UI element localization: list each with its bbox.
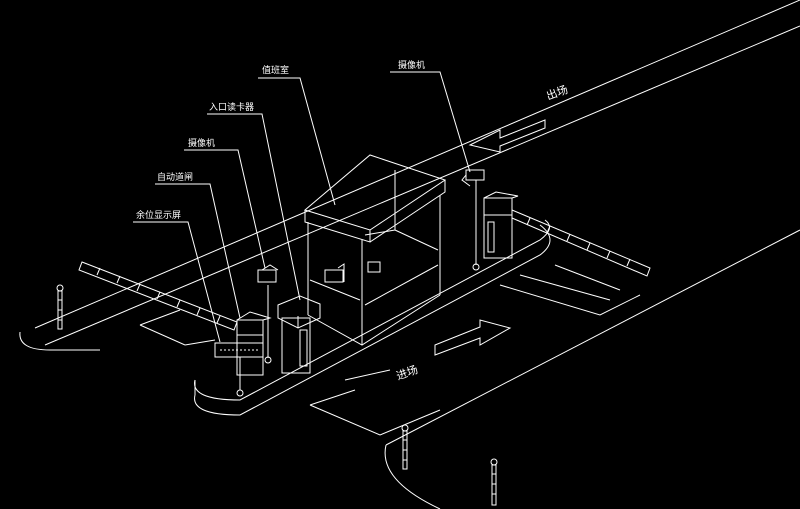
label-entry-card-reader: 入口读卡器 (209, 101, 254, 113)
guard-booth (303, 154, 447, 346)
entry-card-reader (277, 295, 321, 374)
entry-arrow (434, 319, 512, 356)
label-auto-barrier: 自动道闸 (157, 171, 193, 183)
label-guard-booth: 值班室 (262, 64, 289, 76)
right-barrier-arm (511, 209, 651, 277)
exit-arrow (468, 119, 546, 153)
label-entry: 进场 (394, 362, 419, 383)
label-display-screen: 余位显示屏 (136, 209, 181, 221)
bollard-left (56, 284, 64, 330)
leader-lines (133, 71, 471, 343)
bollard-bottom-1 (401, 424, 409, 470)
bollard-bottom-2 (490, 458, 498, 506)
label-camera-right: 摄像机 (398, 59, 425, 71)
left-barrier-arm (78, 261, 238, 331)
right-camera (461, 169, 485, 271)
road-edges (19, 0, 800, 509)
central-island (194, 219, 551, 416)
right-barrier-gate (483, 191, 519, 259)
left-camera (257, 264, 279, 364)
label-exit: 出场 (544, 82, 569, 103)
remaining-spaces-display (214, 342, 264, 397)
lane-markings (139, 264, 641, 436)
label-camera-left: 摄像机 (188, 137, 215, 149)
